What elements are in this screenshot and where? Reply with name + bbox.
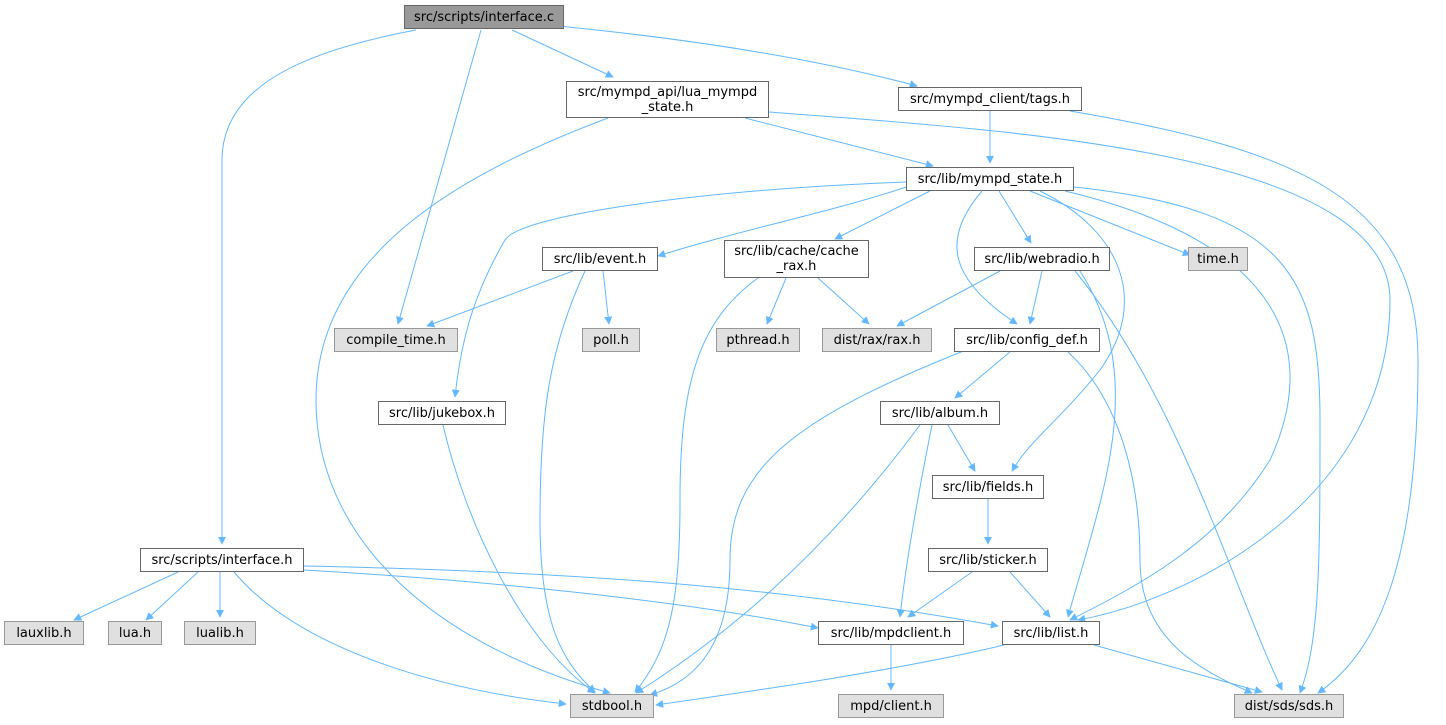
- node-list[interactable]: src/lib/list.h: [1002, 621, 1100, 645]
- edge-mympd_state-to-list: [1064, 190, 1291, 621]
- node-rax[interactable]: dist/rax/rax.h: [822, 328, 932, 352]
- node-tags[interactable]: src/mympd_client/tags.h: [898, 87, 1082, 111]
- node-lauxlib[interactable]: lauxlib.h: [4, 621, 84, 645]
- edge-event-to-stdbool: [539, 270, 596, 693]
- node-webradio[interactable]: src/lib/webradio.h: [974, 247, 1110, 271]
- node-mympd-state[interactable]: src/lib/mympd_state.h: [906, 167, 1074, 191]
- edge-interface_h-to-lua: [145, 571, 199, 621]
- edge-list-to-stdbool: [655, 644, 1005, 708]
- node-sticker[interactable]: src/lib/sticker.h: [928, 548, 1048, 572]
- node-config-def[interactable]: src/lib/config_def.h: [954, 328, 1100, 352]
- edge-interface_h-to-stdbool: [233, 571, 567, 708]
- node-album[interactable]: src/lib/album.h: [880, 401, 1000, 425]
- edge-root-to-interface_h: [218, 29, 417, 545]
- node-compile-time[interactable]: compile_time.h: [334, 328, 458, 352]
- edge-lua_state-to-list: [768, 111, 1391, 623]
- node-poll[interactable]: poll.h: [582, 328, 640, 352]
- edge-event-to-poll: [602, 270, 613, 325]
- edge-interface_h-to-lauxlib: [73, 571, 179, 621]
- edge-event-to-compile_time: [426, 270, 574, 328]
- edge-webradio-to-rax: [896, 270, 1001, 327]
- edge-webradio-to-config_def: [1027, 270, 1043, 325]
- edge-sticker-to-mpdclient: [907, 571, 973, 618]
- edge-album-to-fields: [947, 424, 976, 472]
- edge-webradio-to-sds: [1074, 270, 1283, 691]
- node-mpd-client[interactable]: mpd/client.h: [838, 694, 944, 718]
- edge-list-to-sds: [1093, 644, 1263, 694]
- node-event[interactable]: src/lib/event.h: [542, 247, 658, 271]
- edge-root-to-compile_time: [396, 29, 482, 325]
- edge-cache_rax-to-stdbool: [634, 277, 759, 693]
- edge-album-to-stdbool: [635, 424, 921, 694]
- node-lualib[interactable]: lualib.h: [184, 621, 256, 645]
- edge-cache_rax-to-pthread: [766, 277, 787, 325]
- edge-mympd_state-to-jukebox: [451, 181, 907, 398]
- edge-sticker-to-list: [1009, 571, 1051, 618]
- edge-mympd_state-to-webradio: [998, 190, 1032, 244]
- edge-lua_state-to-mympd_state: [744, 117, 934, 169]
- node-jukebox[interactable]: src/lib/jukebox.h: [378, 401, 506, 425]
- edge-mympd_state-to-sds: [1073, 186, 1321, 694]
- node-stdbool[interactable]: stdbool.h: [570, 694, 654, 718]
- node-cache-rax[interactable]: src/lib/cache/cache _rax.h: [724, 240, 869, 278]
- edge-root-to-lua_state: [511, 29, 614, 78]
- node-sds[interactable]: dist/sds/sds.h: [1234, 694, 1344, 718]
- node-fields[interactable]: src/lib/fields.h: [932, 475, 1044, 499]
- edge-jukebox-to-stdbool: [442, 424, 596, 694]
- edge-interface_h-to-list: [303, 565, 999, 629]
- node-time[interactable]: time.h: [1188, 247, 1248, 271]
- node-mpdclient[interactable]: src/lib/mpdclient.h: [818, 621, 964, 645]
- edge-webradio-to-list: [1066, 270, 1116, 618]
- edge-mympd_state-to-cache_rax: [834, 190, 931, 240]
- edge-mympd_state-to-config_def: [956, 190, 1018, 325]
- edge-mympd_state-to-event: [657, 185, 910, 258]
- edge-config_def-to-sds: [1067, 351, 1253, 694]
- edge-mympd_state-to-time: [1029, 190, 1191, 257]
- edge-lua_state-to-stdbool: [315, 117, 611, 695]
- node-interface-h[interactable]: src/scripts/interface.h: [140, 548, 304, 572]
- edge-config_def-to-album: [954, 351, 1011, 399]
- node-lua[interactable]: lua.h: [108, 621, 162, 645]
- node-root[interactable]: src/scripts/interface.c: [404, 5, 564, 29]
- edge-tags-to-sds: [1069, 110, 1419, 694]
- edge-config_def-to-stdbool: [649, 349, 967, 697]
- edge-root-to-tags: [557, 25, 918, 89]
- node-pthread[interactable]: pthread.h: [716, 328, 800, 352]
- node-lua-state[interactable]: src/mympd_api/lua_mympd _state.h: [566, 81, 769, 118]
- edge-interface_h-to-mpdclient: [303, 569, 819, 631]
- edge-album-to-mpdclient: [896, 424, 933, 618]
- edge-cache_rax-to-rax: [817, 277, 870, 325]
- edge-mympd_state-to-fields: [1011, 190, 1125, 472]
